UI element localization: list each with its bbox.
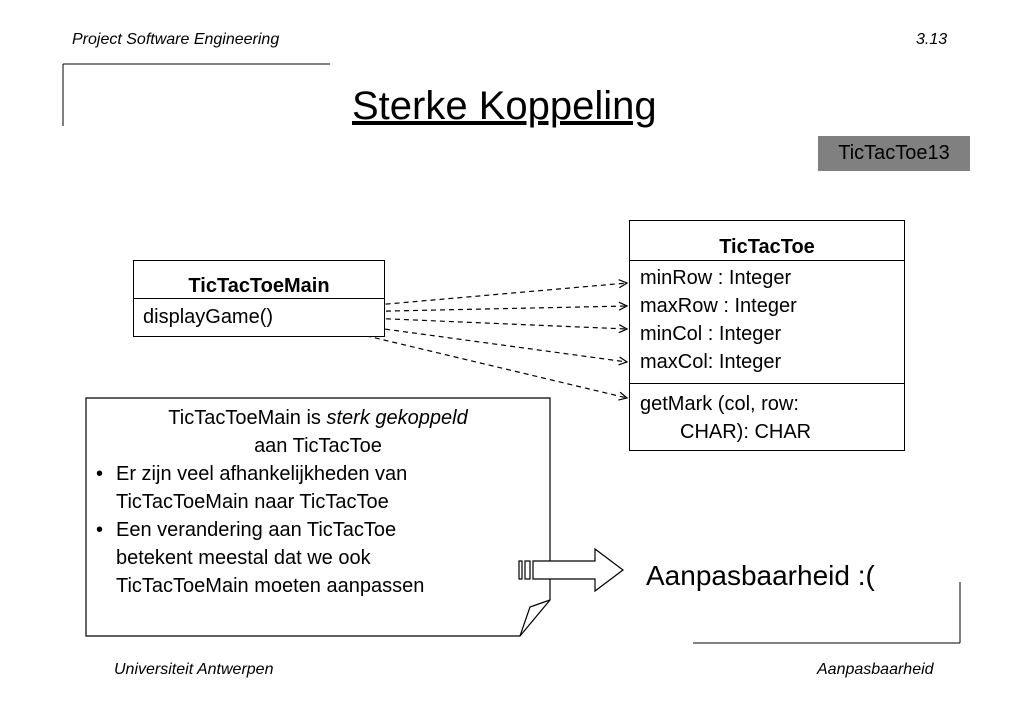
bullet-line: Er zijn veel afhankelijkheden van — [116, 463, 408, 485]
bullet-line: Een verandering aan TicTacToe — [116, 519, 397, 541]
method-displaygame: displayGame() — [143, 306, 274, 328]
slide-title: Sterke Koppeling — [352, 84, 657, 128]
attribute-maxrow: maxRow : Integer — [640, 295, 797, 317]
method-getmark: getMark (col, row: — [640, 393, 799, 415]
note-fold — [519, 599, 551, 637]
course-name: Project Software Engineering — [72, 31, 280, 48]
attribute-minrow: minRow : Integer — [640, 267, 792, 289]
conclusion-text: Aanpasbaarheid :( — [646, 560, 875, 591]
note-heading-line2: aan TicTacToe — [254, 435, 382, 457]
example-badge: TicTacToe13 — [818, 136, 970, 171]
bullet-symbol: • — [96, 519, 104, 541]
class-divider — [134, 298, 384, 299]
class-tictactoe: TicTacToe minRow : Integer maxRow : Inte… — [629, 220, 905, 451]
class-tictactoemain: TicTacToeMain displayGame() — [133, 260, 385, 337]
class-divider — [630, 260, 904, 261]
footer-topic: Aanpasbaarheid — [817, 661, 934, 678]
attribute-list: minRow : Integer maxRow : Integer minCol… — [630, 261, 904, 383]
footer-university: Universiteit Antwerpen — [114, 661, 274, 678]
bullet-symbol: • — [96, 463, 104, 485]
slide-number: 3.13 — [916, 31, 948, 48]
bullet-line: TicTacToeMain moeten aanpassen — [116, 575, 425, 597]
note: TicTacToeMain is sterk gekoppeld aan Tic… — [96, 404, 540, 600]
class-name: TicTacToe — [719, 236, 815, 258]
note-heading-prefix: TicTacToeMain is — [168, 407, 327, 429]
note-bullet-dependencies: • Er zijn veel afhankelijkheden van TicT… — [96, 460, 540, 516]
block-arrow-icon — [518, 547, 624, 593]
bullet-line: betekent meestal dat we ook — [116, 547, 371, 569]
attribute-mincol: minCol : Integer — [640, 323, 782, 345]
attribute-maxcol: maxCol: Integer — [640, 351, 782, 373]
class-divider — [630, 383, 904, 384]
method-getmark-continued: CHAR): CHAR — [680, 421, 812, 443]
note-heading: TicTacToeMain is sterk gekoppeld — [96, 404, 540, 432]
note-bullet-change: • Een verandering aan TicTacToe betekent… — [96, 516, 540, 600]
bullet-line: TicTacToeMain naar TicTacToe — [116, 491, 389, 513]
class-name: TicTacToeMain — [188, 275, 330, 297]
method-list: getMark (col, row: CHAR): CHAR — [630, 384, 904, 446]
note-heading-emphasis: sterk gekoppeld — [326, 407, 468, 429]
